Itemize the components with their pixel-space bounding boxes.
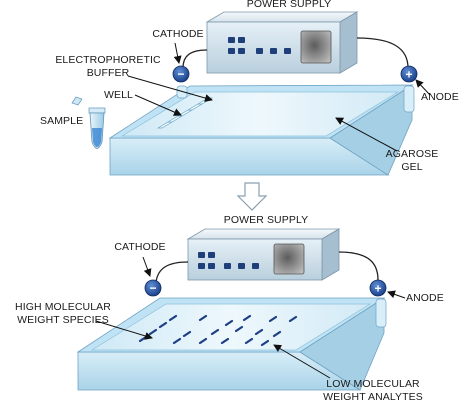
top-cathode-wire — [182, 49, 208, 69]
down-arrow-icon — [236, 182, 268, 211]
top-cathode-electrode — [172, 65, 190, 83]
bottom-anode-wire — [338, 251, 379, 281]
high-mw-arrow — [95, 320, 153, 340]
sample-label: SAMPLE — [40, 115, 83, 127]
bottom-display-icon — [273, 243, 305, 275]
gel-label-line2: GEL — [401, 161, 422, 173]
bottom-anode-label: ANODE — [406, 292, 444, 304]
buffer-label-line2: BUFFER — [87, 67, 130, 79]
top-display-icon — [300, 30, 332, 64]
bottom-anode-electrode — [369, 279, 387, 297]
well-label: WELL — [104, 89, 133, 101]
bottom-cathode-electrode — [144, 279, 162, 297]
top-panel: POWER SUPPLY − — [40, 0, 459, 176]
top-anode-wire — [356, 37, 409, 69]
gel-label-line1: AGAROSE — [386, 148, 439, 160]
bottom-minus-icon: − — [149, 281, 156, 295]
gel-arrow — [335, 117, 398, 152]
top-anode-electrode — [400, 65, 418, 83]
bottom-cathode-arrow — [142, 256, 152, 277]
top-minus-icon: − — [177, 67, 184, 81]
bottom-gel-tray — [76, 297, 387, 391]
sample-tube-icon — [71, 96, 106, 149]
buffer-label-line1: ELECTROPHORETIC — [55, 54, 161, 66]
top-cathode-arrow — [173, 42, 182, 64]
bottom-power-supply-unit — [186, 228, 341, 281]
bottom-control-buttons — [198, 252, 259, 269]
low-mw-label-line2: WEIGHT ANALYTES — [323, 391, 423, 403]
low-mw-arrow — [273, 344, 331, 379]
buffer-arrow — [127, 75, 213, 102]
top-control-buttons — [228, 37, 291, 54]
top-cathode-label: CATHODE — [152, 28, 203, 40]
top-plus-icon: + — [405, 68, 412, 82]
top-power-supply-unit — [205, 11, 359, 74]
well-arrow — [134, 94, 182, 116]
bottom-panel: POWER SUPPLY — [15, 214, 444, 403]
high-mw-label-line1: HIGH MOLECULAR — [15, 301, 111, 313]
bottom-power-supply-label: POWER SUPPLY — [224, 214, 308, 226]
bottom-plus-icon: + — [374, 282, 381, 296]
bottom-anode-arrow — [387, 290, 406, 299]
bottom-cathode-wire — [155, 261, 189, 283]
top-power-supply-label: POWER SUPPLY — [247, 0, 331, 10]
top-anode-label: ANODE — [421, 91, 459, 103]
low-mw-label-line1: LOW MOLECULAR — [326, 378, 420, 390]
bottom-cathode-label: CATHODE — [114, 241, 165, 253]
high-mw-label-line2: WEIGHT SPECIES — [17, 314, 109, 326]
top-anode-arrow — [415, 79, 431, 96]
top-gel-tray — [108, 84, 415, 176]
